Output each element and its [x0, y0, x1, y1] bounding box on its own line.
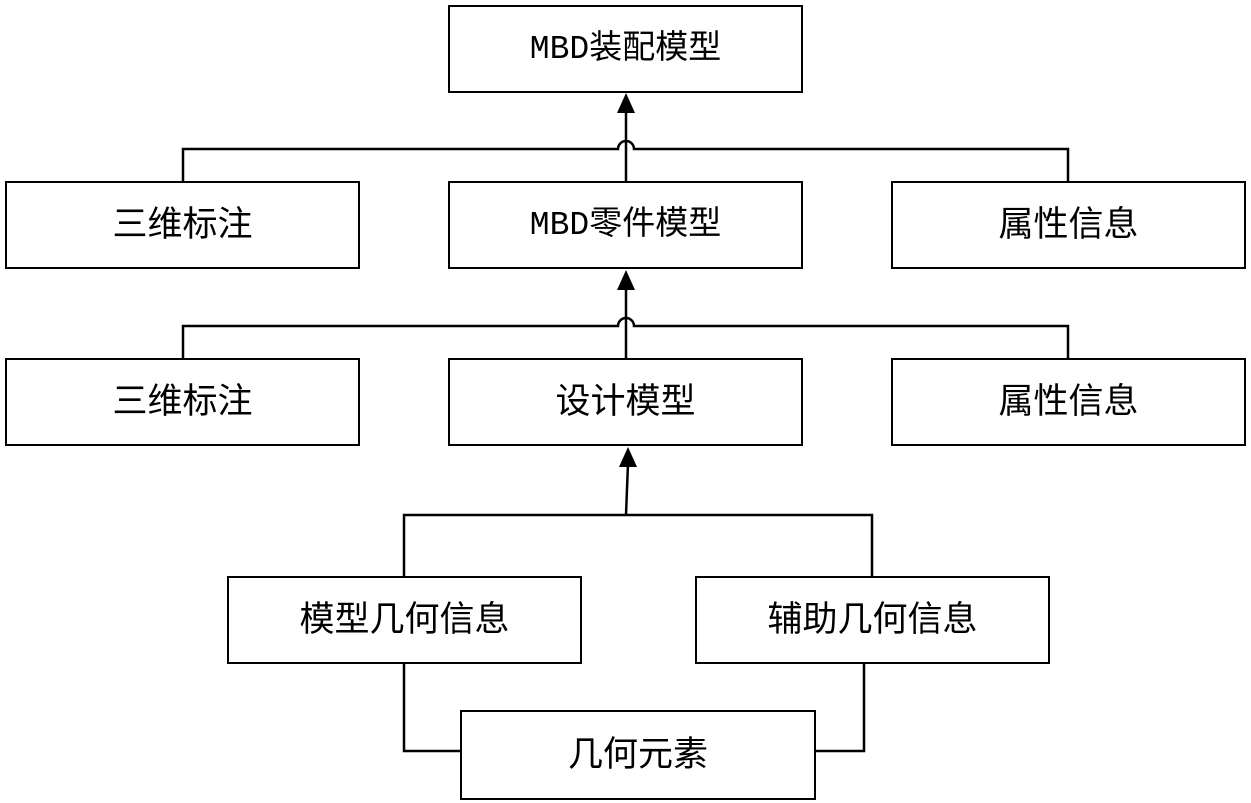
node-label: 辅助几何信息: [767, 599, 978, 640]
node-label: 属性信息: [998, 204, 1139, 245]
node-aux-geometry-info: 辅助几何信息: [695, 576, 1050, 664]
node-label: 模型几何信息: [299, 599, 510, 640]
node-geometric-elements: 几何元素: [460, 710, 816, 800]
connector-model-geometry-to-elements: [402, 663, 462, 753]
node-attribute-info-upper: 属性信息: [891, 181, 1246, 269]
node-mbd-assembly-model: MBD装配模型: [448, 5, 803, 93]
node-label: 属性信息: [998, 381, 1139, 422]
connector-geometry-to-design: [402, 513, 874, 576]
node-3d-annotation-lower: 三维标注: [5, 358, 360, 446]
node-label: 设计模型: [555, 381, 696, 422]
arrowhead-to-part: [617, 270, 635, 290]
node-attribute-info-lower: 属性信息: [891, 358, 1246, 446]
node-3d-annotation-upper: 三维标注: [5, 181, 360, 269]
arrowhead-to-assembly: [617, 93, 635, 113]
node-design-model: 设计模型: [448, 358, 803, 446]
connector-merge-to-design: [624, 462, 630, 516]
node-label: MBD装配模型: [529, 30, 722, 68]
node-model-geometry-info: 模型几何信息: [227, 576, 582, 664]
node-mbd-part-model: MBD零件模型: [448, 181, 803, 269]
node-label: 三维标注: [112, 204, 253, 245]
connector-aux-geometry-to-elements: [815, 663, 866, 753]
node-label: MBD零件模型: [529, 206, 722, 244]
arrowhead-to-design: [619, 447, 637, 467]
node-label: 三维标注: [112, 381, 253, 422]
node-label: 几何元素: [567, 734, 708, 775]
